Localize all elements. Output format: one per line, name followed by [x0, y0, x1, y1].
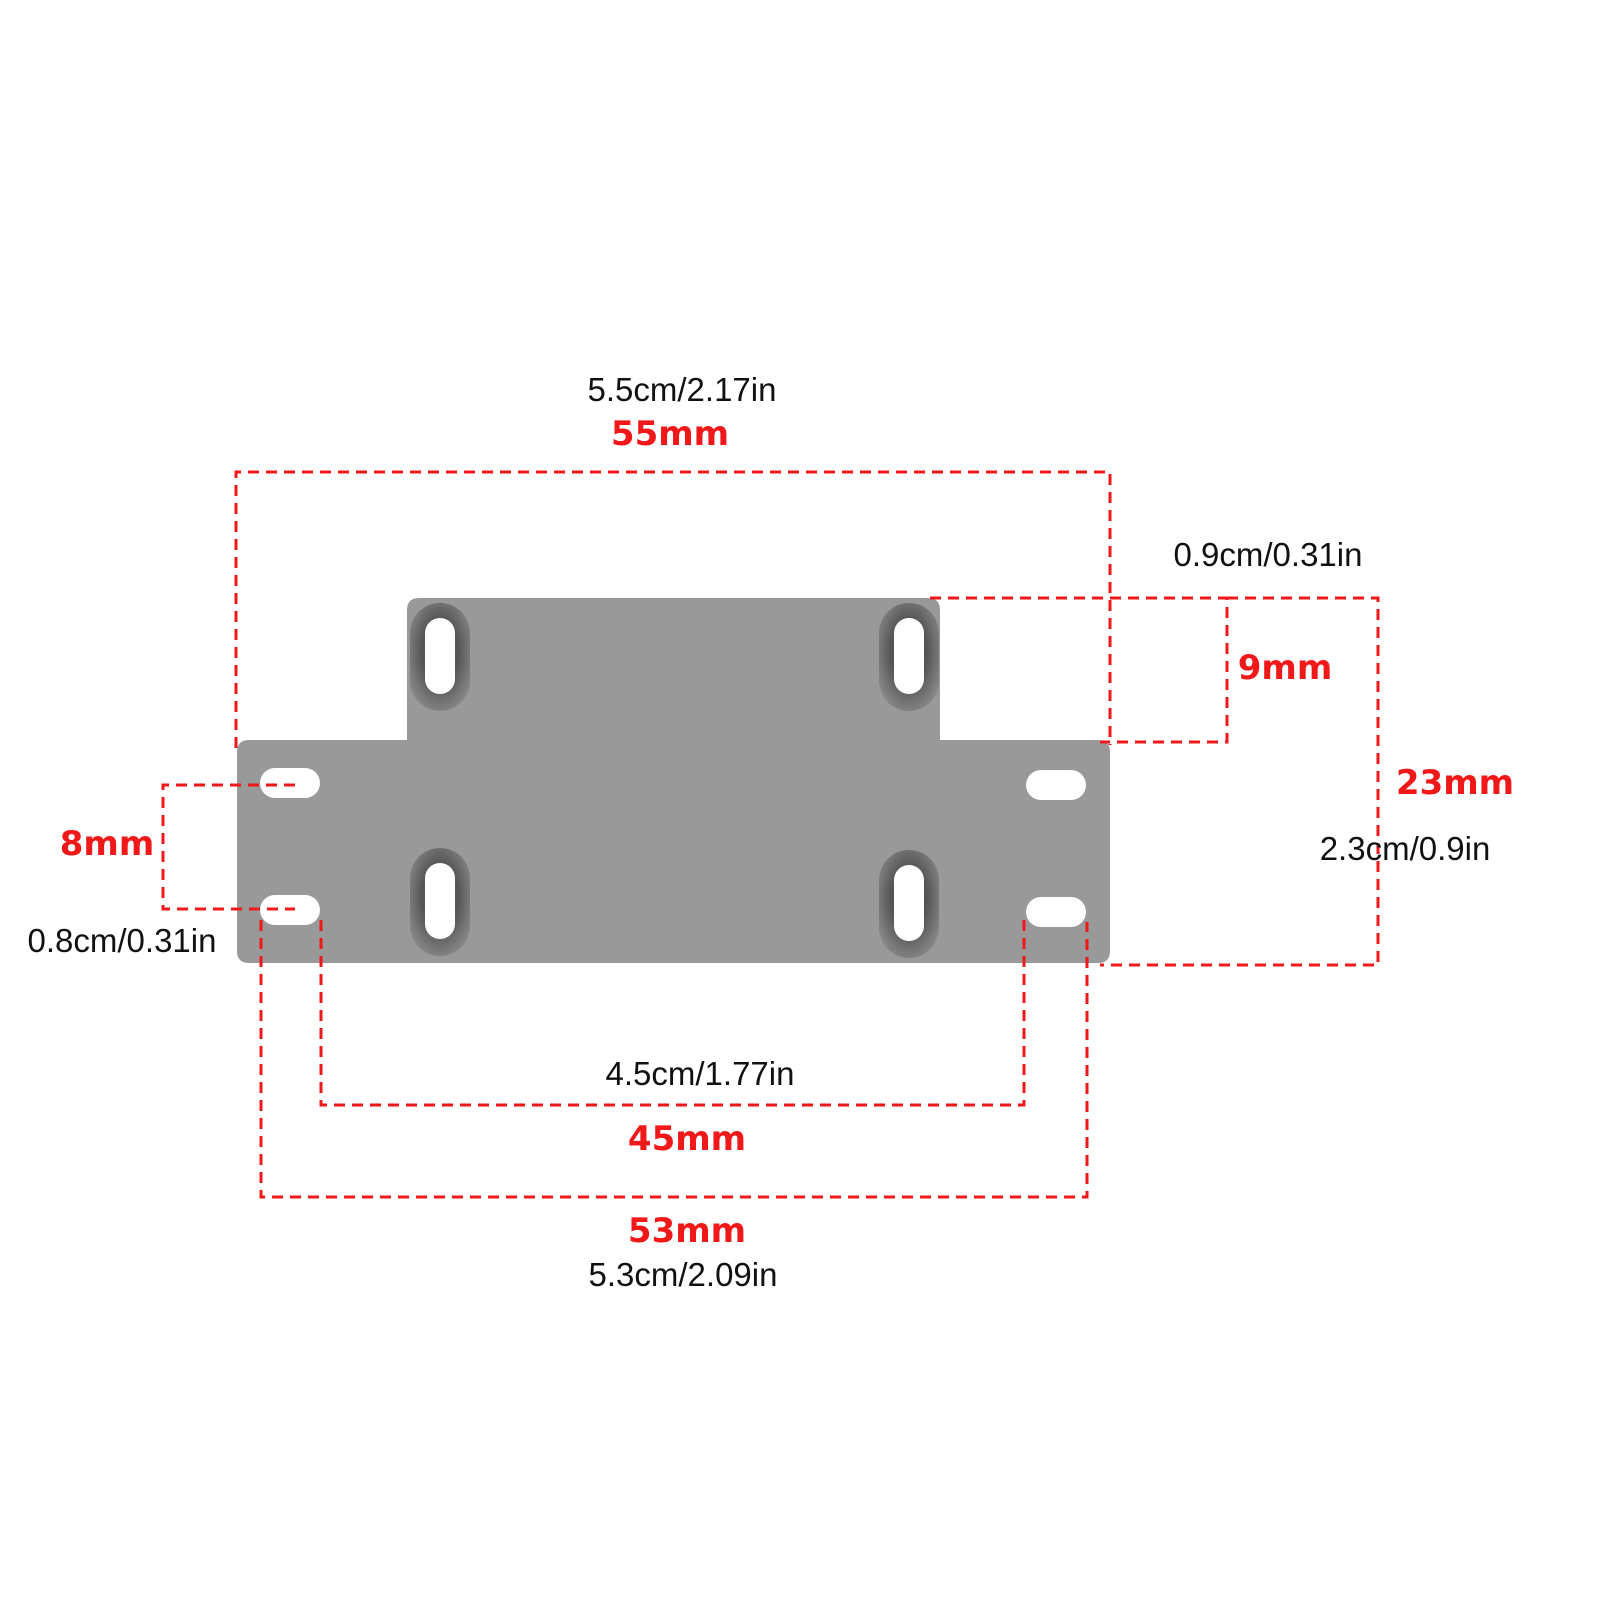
- slot: [410, 603, 470, 711]
- inner-spacing-imperial-label: 4.5cm/1.77in: [606, 1055, 795, 1092]
- dim-line-23mm: [1100, 596, 1380, 967]
- outer-spacing-mm-label: 53mm: [628, 1211, 746, 1251]
- height-imperial-label: 2.3cm/0.9in: [1320, 830, 1491, 867]
- slot: [410, 848, 470, 956]
- dim-line-55mm: [234, 470, 1112, 748]
- mounting-plate: [237, 598, 1110, 963]
- slot: [1026, 770, 1086, 800]
- horizontal-slots: [260, 768, 1086, 927]
- slot-spacing-mm-label: 8mm: [60, 824, 155, 864]
- slot: [879, 850, 939, 958]
- tab-height-mm-label: 9mm: [1238, 648, 1333, 688]
- tab-height-imperial-label: 0.9cm/0.31in: [1174, 536, 1363, 573]
- slot: [1026, 897, 1086, 927]
- height-mm-label: 23mm: [1396, 763, 1514, 803]
- outer-spacing-imperial-label: 5.3cm/2.09in: [589, 1256, 778, 1293]
- width-mm-label: 55mm: [611, 414, 729, 454]
- dim-line-53mm: [259, 920, 1089, 1199]
- dim-line-45mm: [319, 918, 1026, 1107]
- dim-line-9mm: [930, 596, 1229, 744]
- slot: [260, 768, 320, 798]
- inner-spacing-mm-label: 45mm: [628, 1119, 746, 1159]
- slot-spacing-imperial-label: 0.8cm/0.31in: [28, 922, 217, 959]
- width-imperial-label: 5.5cm/2.17in: [588, 371, 777, 408]
- slot: [879, 603, 939, 711]
- countersunk-slots: [410, 603, 939, 958]
